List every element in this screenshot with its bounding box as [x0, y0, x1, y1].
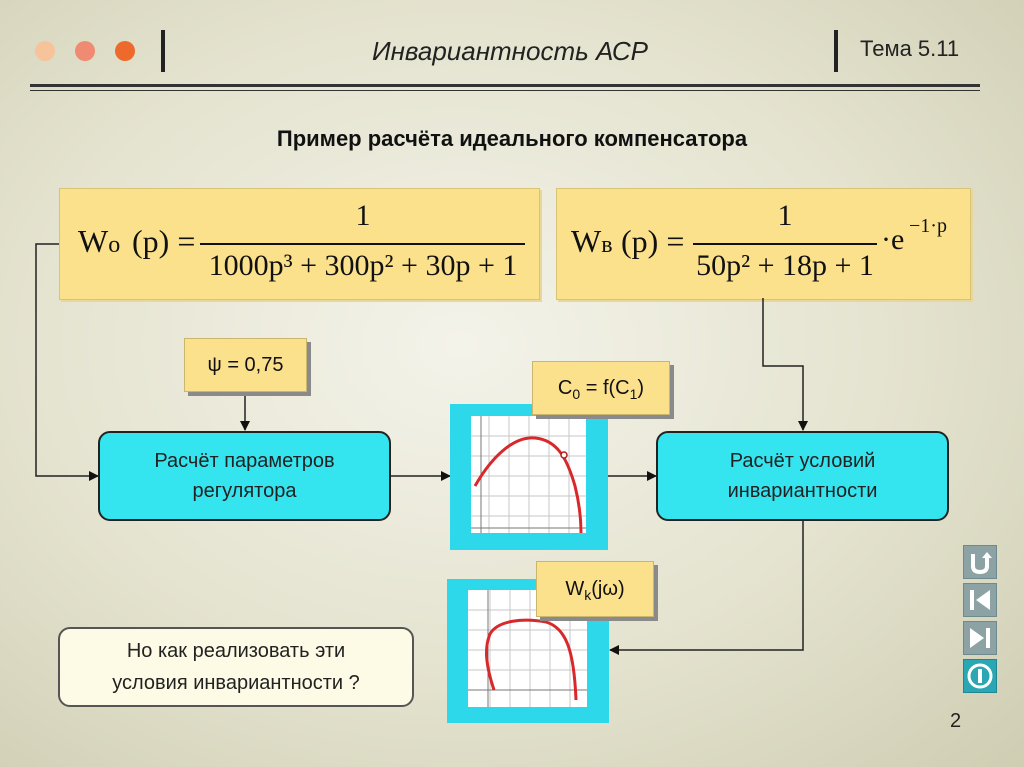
wk-function-label: Wk(jω) [565, 578, 625, 603]
object-transfer-function-box: Wо (p) = 1 1000p³ + 300p² + 30p + 1 [59, 188, 540, 300]
object-tf-numerator: 1 [355, 199, 371, 232]
header-dot-medium [75, 41, 95, 61]
header-dot-light [35, 41, 55, 61]
question-line2: условия инвариантности ? [112, 672, 360, 694]
object-tf-denominator: 1000p³ + 300p² + 30p + 1 [208, 249, 518, 282]
disturbance-tf-denominator: 50p² + 18p + 1 [696, 249, 874, 282]
wk-function-box: Wk(jω) [536, 561, 654, 617]
regulator-params-plot [450, 404, 608, 550]
help-icon [967, 663, 993, 689]
object-tf-fraction-line [200, 243, 525, 245]
last-slide-icon [970, 628, 990, 648]
disturbance-tf-fraction-line [693, 243, 877, 245]
c0-function-label: C0 = f(C1) [557, 377, 645, 402]
first-slide-icon [970, 590, 990, 610]
compensator-frequency-plot-svg [468, 590, 587, 707]
invariance-calc-block: Расчёт условий инвариантности [656, 431, 949, 521]
header-separator-left [161, 30, 165, 72]
psi-parameter-box: ψ = 0,75 [184, 338, 307, 392]
slide-title: Инвариантность АСР [371, 36, 649, 66]
slide-subtitle: Пример расчёта идеального компенсатора [276, 126, 748, 151]
header-dot-dark [115, 41, 135, 61]
regulator-params-plot-svg [471, 416, 586, 534]
regulator-calc-line1: Расчёт параметров [154, 450, 335, 472]
header-rule-thin [30, 90, 980, 91]
topic-label: Тема 5.11 [860, 36, 960, 61]
return-button[interactable] [963, 545, 997, 579]
arrow-disturbance-to-invariance [762, 298, 808, 431]
return-icon [971, 552, 992, 575]
invariance-calc-line1: Расчёт условий [729, 450, 876, 472]
disturbance-tf-lhs: Wв [571, 223, 613, 259]
header-separator-right [834, 30, 838, 72]
compensator-hodograph-curve [485, 618, 578, 701]
question-box: Но как реализовать эти условия инвариант… [58, 627, 414, 707]
disturbance-tf-exponent: −1·p [909, 215, 947, 237]
disturbance-tf-exp-base: ·e [881, 223, 905, 256]
object-tf-arg: (p) = [132, 223, 196, 259]
psi-parameter-label: ψ = 0,75 [207, 354, 284, 376]
header-rule-thick [30, 84, 980, 87]
stability-boundary-curve [473, 436, 583, 534]
c0-function-box: C0 = f(C1) [532, 361, 670, 415]
arrow-invariance-to-plot2 [609, 520, 804, 655]
optimal-point-marker [560, 451, 568, 459]
disturbance-tf-arg: (p) = [621, 223, 685, 259]
first-slide-button[interactable] [963, 583, 997, 617]
disturbance-tf-numerator: 1 [777, 199, 793, 232]
help-button[interactable] [963, 659, 997, 693]
last-slide-button[interactable] [963, 621, 997, 655]
page-number: 2 [950, 710, 962, 732]
disturbance-transfer-function-box: Wв (p) = 1 50p² + 18p + 1 ·e −1·p [556, 188, 971, 300]
object-tf-lhs: Wо [78, 223, 121, 259]
regulator-calc-block: Расчёт параметров регулятора [98, 431, 391, 521]
question-line1: Но как реализовать эти [126, 640, 346, 662]
arrow-object-to-regulator [35, 243, 99, 481]
regulator-calc-line2: регулятора [192, 480, 297, 502]
invariance-calc-line2: инвариантности [727, 480, 878, 502]
regulator-params-plot-area [471, 416, 586, 534]
